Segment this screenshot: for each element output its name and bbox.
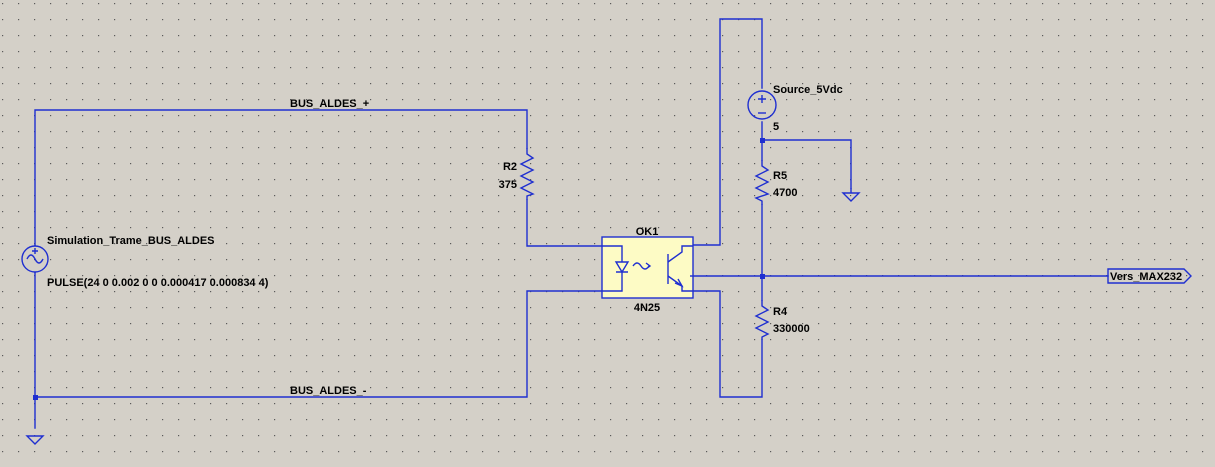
resistor-icon xyxy=(519,148,535,200)
resistor-r5[interactable]: R5 4700 xyxy=(754,160,797,205)
junction-dot xyxy=(33,395,38,400)
optocoupler-value: 4N25 xyxy=(634,302,660,314)
ac-source-icon xyxy=(21,245,49,273)
optocoupler-icon xyxy=(602,245,693,292)
wire-bus-minus[interactable] xyxy=(34,272,603,429)
resistor-r4[interactable]: R4 330000 xyxy=(754,300,810,340)
r4-name: R4 xyxy=(773,306,788,318)
net-label-bus-minus[interactable]: BUS_ALDES_- xyxy=(290,385,367,397)
optocoupler-ok1[interactable]: OK1 4N25 xyxy=(601,226,694,314)
pulse-voltage-source[interactable]: Simulation_Trame_BUS_ALDES PULSE(24 0 0.… xyxy=(21,235,269,289)
r2-name: R2 xyxy=(503,161,517,173)
junction-dot xyxy=(760,138,765,143)
net-flag-icon xyxy=(1107,268,1192,284)
r2-value: 375 xyxy=(499,179,517,191)
dc-source-icon xyxy=(747,90,777,120)
dc-source-name: Source_5Vdc xyxy=(773,84,843,96)
wire-emitter-loop[interactable] xyxy=(692,290,763,398)
ground-icon[interactable] xyxy=(25,435,45,445)
resistor-r2[interactable]: R2 375 xyxy=(499,148,535,200)
resistor-icon xyxy=(754,160,770,205)
pulse-source-value: PULSE(24 0 0.002 0 0 0.000417 0.000834 4… xyxy=(47,277,269,289)
net-flag-output[interactable]: Vers_MAX232 xyxy=(1107,268,1192,284)
wire-r2-to-ok1[interactable] xyxy=(526,199,603,247)
wire-bus-plus[interactable] xyxy=(34,109,528,246)
r5-value: 4700 xyxy=(773,187,797,199)
wire-collector-loop[interactable] xyxy=(692,18,763,246)
dc-source-value: 5 xyxy=(773,121,779,133)
wires xyxy=(33,18,1109,429)
junction-dot xyxy=(760,274,765,279)
ground-icon[interactable] xyxy=(841,188,861,202)
pulse-source-name: Simulation_Trame_BUS_ALDES xyxy=(47,235,215,247)
r5-name: R5 xyxy=(773,170,787,182)
net-flag-output-label: Vers_MAX232 xyxy=(1110,271,1182,283)
resistor-icon xyxy=(754,300,770,340)
net-label-bus-plus[interactable]: BUS_ALDES_+ xyxy=(290,98,369,110)
dc-voltage-source[interactable]: Source_5Vdc 5 xyxy=(747,84,843,133)
r4-value: 330000 xyxy=(773,323,810,335)
optocoupler-name: OK1 xyxy=(636,226,659,238)
